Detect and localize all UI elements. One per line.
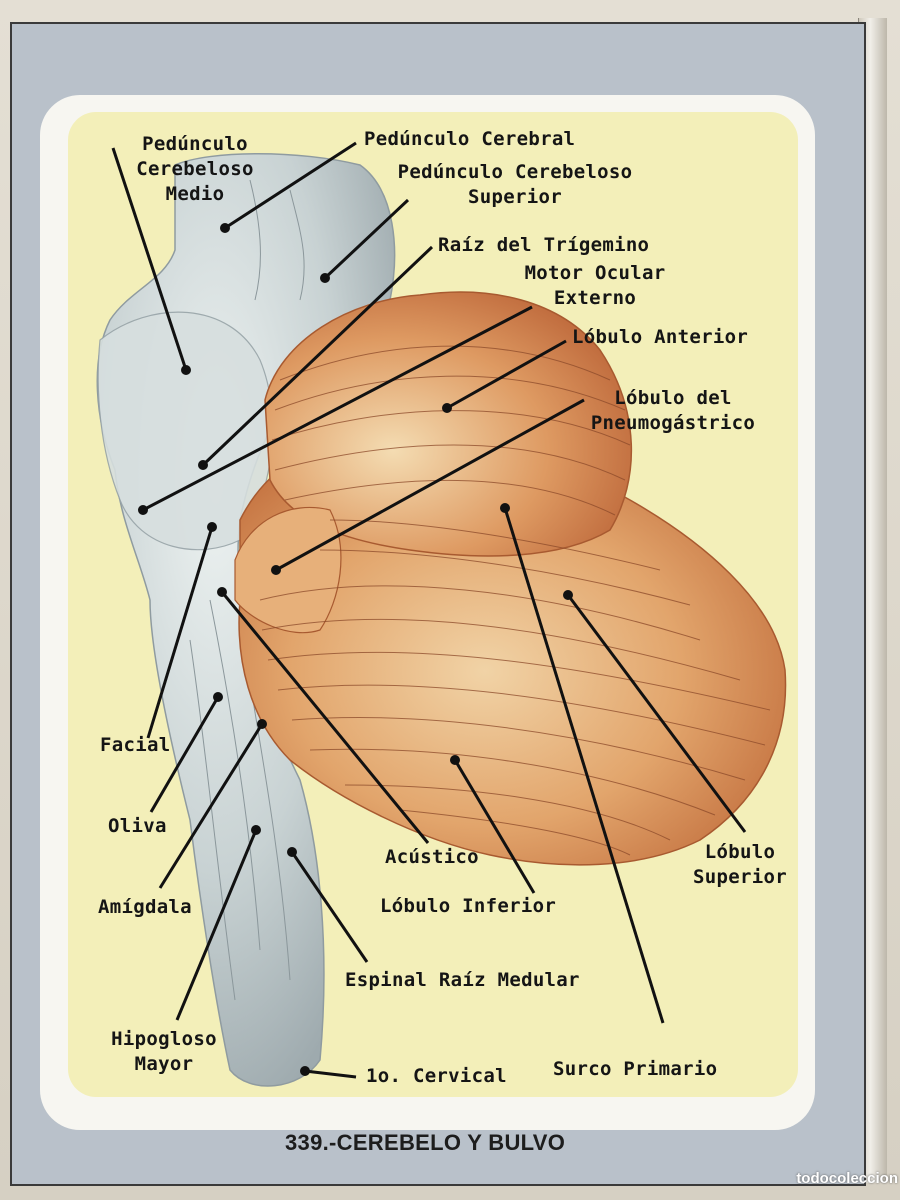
leader-lobulo-inferior — [453, 759, 536, 894]
leader-lobulo-anterior — [446, 339, 567, 410]
leader-dot — [207, 522, 217, 532]
leader-oliva — [149, 696, 220, 813]
leader-primer-cervical — [304, 1069, 357, 1079]
leader-dot — [213, 692, 223, 702]
label-lobulo-inferior: Lóbulo Inferior — [380, 895, 557, 917]
leader-dot — [287, 847, 297, 857]
leader-surco-primario — [503, 507, 665, 1024]
label-lobulo-anterior: Lóbulo Anterior — [572, 326, 749, 348]
leader-acustico — [220, 591, 430, 844]
label-lobulo-superior: Lóbulo Superior — [693, 841, 787, 888]
cerebellum-shape — [234, 291, 787, 866]
leader-lobulo-superior — [566, 594, 747, 833]
leader-hipogloso-mayor — [175, 829, 258, 1021]
leader-dot — [181, 365, 191, 375]
leader-dot — [138, 505, 148, 515]
label-acustico: Acústico — [385, 846, 479, 868]
leader-dot — [300, 1066, 310, 1076]
leader-espinal-raiz-medular — [290, 851, 369, 963]
leader-raiz-trigemino — [201, 245, 434, 467]
leader-pedunculo-cerebral — [224, 141, 357, 230]
leader-pedunculo-cerebeloso-medio — [111, 147, 188, 371]
card-caption: 339.-CEREBELO Y BULVO — [285, 1130, 566, 1155]
label-primer-cervical: 1o. Cervical — [366, 1065, 507, 1087]
leader-pedunculo-cerebeloso-superior — [323, 198, 410, 280]
leader-motor-ocular-externo — [142, 305, 533, 512]
label-lobulo-pneumogastrico: Lóbulo del Pneumogástrico — [590, 387, 756, 434]
leader-dot — [198, 460, 208, 470]
label-pedunculo-cerebeloso-medio: Pedúnculo Cerebeloso Medio — [136, 133, 254, 205]
leader-dot — [217, 587, 227, 597]
label-oliva: Oliva — [108, 815, 167, 837]
label-hipogloso-mayor: Hipogloso Mayor — [111, 1028, 217, 1075]
leader-dot — [563, 590, 573, 600]
label-facial: Facial — [100, 734, 171, 756]
leader-facial — [146, 526, 214, 739]
leader-dot — [251, 825, 261, 835]
leader-dot — [220, 223, 230, 233]
label-motor-ocular-externo: Motor Ocular Externo — [524, 262, 666, 309]
label-surco-primario: Surco Primario — [553, 1058, 718, 1080]
leader-amigdala — [158, 723, 264, 889]
label-pedunculo-cerebeloso-superior: Pedúnculo Cerebeloso Superior — [397, 161, 633, 208]
leader-lobulo-pneumogastrico — [275, 398, 585, 572]
leader-dot — [320, 273, 330, 283]
leader-dot — [257, 719, 267, 729]
leader-dot — [271, 565, 281, 575]
label-espinal-raiz-medular: Espinal Raíz Medular — [345, 969, 580, 991]
label-raiz-trigemino: Raíz del Trígemino — [438, 234, 650, 256]
leader-dot — [500, 503, 510, 513]
leader-lines — [111, 141, 747, 1079]
leader-dot — [442, 403, 452, 413]
label-pedunculo-cerebral: Pedúnculo Cerebral — [364, 128, 576, 150]
leader-dot — [450, 755, 460, 765]
watermark: todocoleccion — [796, 1170, 898, 1187]
label-amigdala: Amígdala — [98, 896, 192, 918]
